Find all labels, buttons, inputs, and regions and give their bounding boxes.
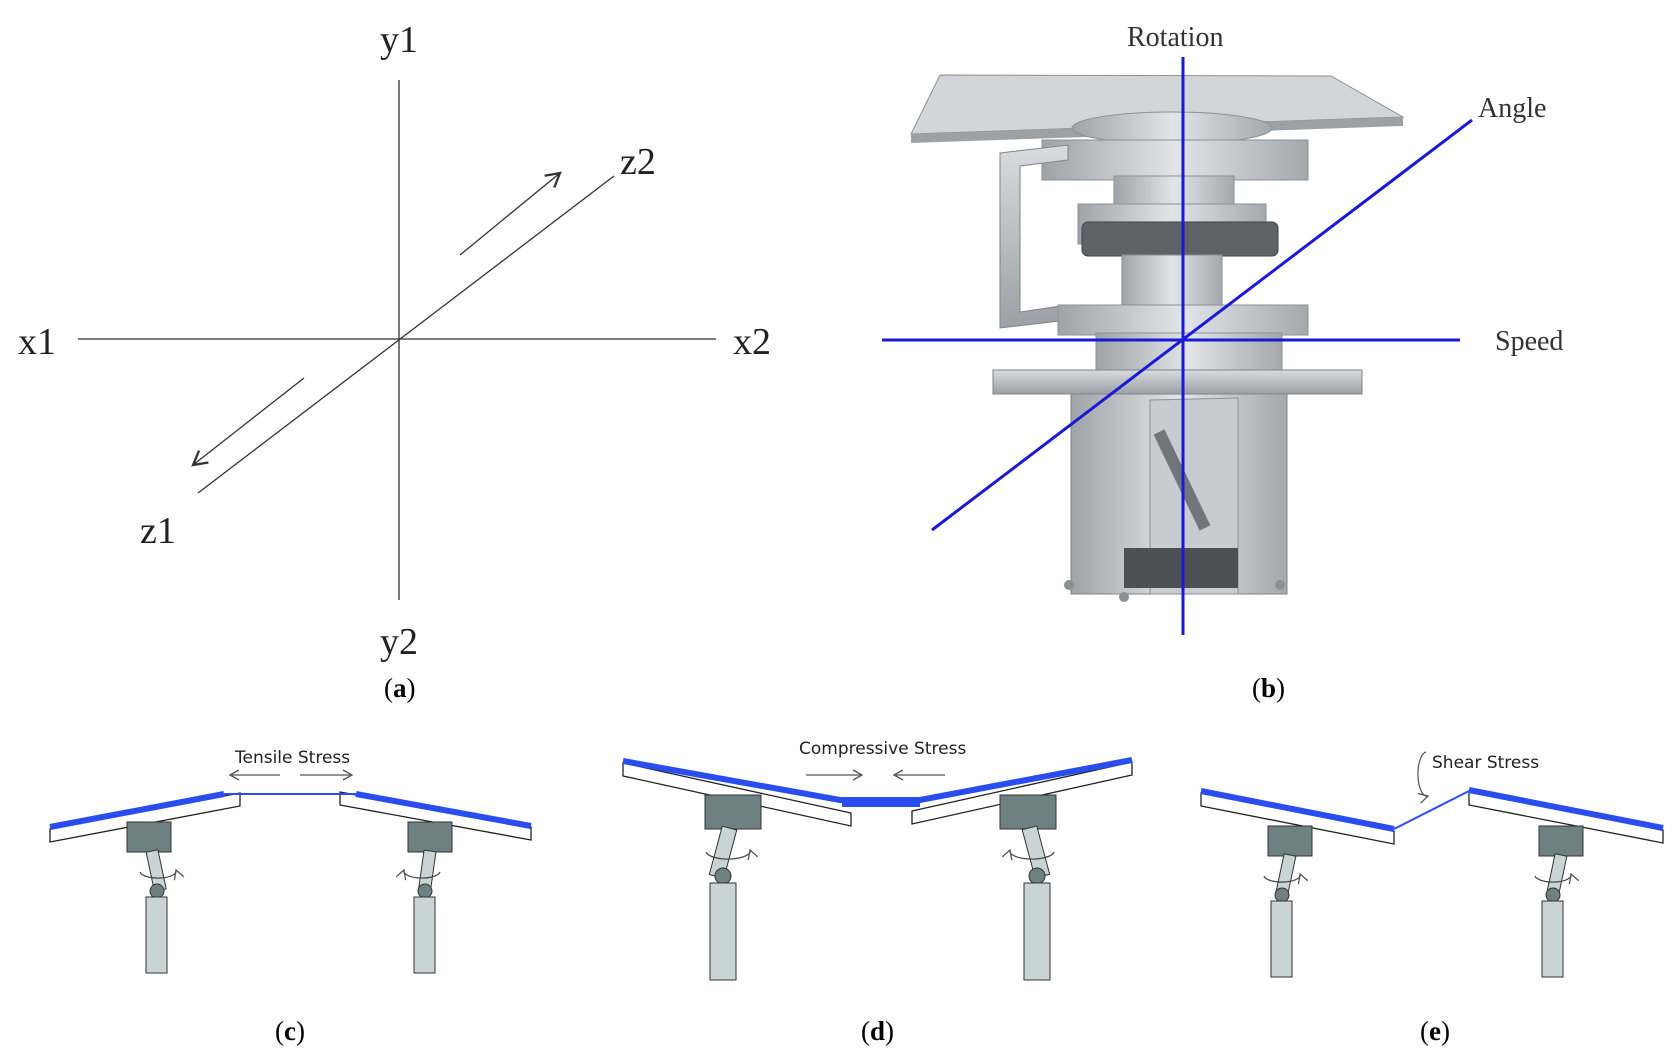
housing-slot bbox=[1124, 548, 1238, 588]
left-rotate-arrow bbox=[139, 868, 185, 881]
left-rotate-arrow bbox=[705, 848, 759, 861]
bolt bbox=[1119, 592, 1129, 602]
right-motor bbox=[407, 821, 453, 853]
left-joint bbox=[1274, 887, 1290, 903]
caption-b-letter: b bbox=[1261, 673, 1276, 703]
lower-column bbox=[1121, 254, 1223, 310]
label-angle: Angle bbox=[1478, 93, 1546, 124]
label-rotation: Rotation bbox=[1127, 22, 1223, 53]
right-blue-layer bbox=[355, 791, 532, 829]
label-shear-stress: Shear Stress bbox=[1432, 753, 1539, 773]
left-motor bbox=[126, 821, 172, 853]
bolt bbox=[1275, 580, 1285, 590]
panel-a: y1 y2 x1 x2 z2 z1 (a) bbox=[18, 19, 771, 703]
right-column bbox=[1023, 882, 1051, 981]
caption-c: (c) bbox=[275, 1016, 305, 1046]
right-column bbox=[413, 896, 436, 974]
right-blue-layer bbox=[1468, 787, 1664, 831]
panel-e: Shear Stress (e) bbox=[1200, 751, 1664, 1046]
bolt bbox=[1064, 580, 1074, 590]
caption-d-letter: d bbox=[870, 1016, 885, 1046]
left-blue-layer bbox=[49, 791, 225, 830]
left-joint bbox=[149, 883, 165, 899]
label-z2: z2 bbox=[620, 141, 656, 183]
right-rotate-arrow bbox=[1534, 872, 1580, 885]
right-rotate-arrow bbox=[395, 868, 441, 881]
right-joint bbox=[417, 883, 433, 899]
z2-arrow bbox=[459, 171, 562, 256]
caption-e: (e) bbox=[1420, 1016, 1450, 1046]
label-tensile-stress: Tensile Stress bbox=[234, 748, 350, 768]
caption-b: (b) bbox=[1252, 673, 1285, 703]
label-x1: x1 bbox=[18, 321, 56, 363]
left-column bbox=[1270, 900, 1293, 978]
caption-c-letter: c bbox=[284, 1016, 296, 1046]
label-x2: x2 bbox=[733, 321, 771, 363]
z-axis bbox=[197, 175, 615, 494]
caption-e-letter: e bbox=[1429, 1016, 1441, 1046]
caption-a-letter: a bbox=[393, 673, 407, 703]
right-joint bbox=[1545, 887, 1561, 903]
left-motor bbox=[1267, 825, 1313, 857]
label-z1: z1 bbox=[140, 510, 176, 552]
panel-b: Rotation Angle Speed (b) bbox=[882, 22, 1563, 703]
caption-a: (a) bbox=[384, 673, 416, 703]
left-column bbox=[145, 896, 168, 974]
shear-rotate-arrow bbox=[1417, 751, 1430, 804]
panel-d: Compressive Stress (d) bbox=[622, 739, 1133, 1046]
label-y2: y2 bbox=[380, 621, 418, 663]
left-blue-layer bbox=[1200, 788, 1395, 832]
label-compressive-stress: Compressive Stress bbox=[799, 739, 966, 759]
shear-film bbox=[1393, 790, 1470, 830]
right-rotate-arrow bbox=[1001, 848, 1055, 861]
left-motor bbox=[704, 794, 762, 830]
upper-disk bbox=[1071, 111, 1273, 145]
label-speed: Speed bbox=[1495, 326, 1563, 357]
upper-block bbox=[1041, 139, 1309, 181]
left-rotate-arrow bbox=[1263, 872, 1309, 885]
right-motor bbox=[1538, 825, 1584, 857]
right-motor bbox=[999, 794, 1057, 830]
label-y1: y1 bbox=[380, 19, 418, 61]
base-plate bbox=[992, 369, 1363, 395]
z1-arrow bbox=[191, 377, 305, 467]
bearing-ring bbox=[1081, 221, 1279, 257]
left-joint bbox=[714, 867, 732, 885]
right-joint bbox=[1028, 867, 1046, 885]
right-panel-sheet bbox=[911, 761, 1133, 825]
panel-c: Tensile Stress (c) bbox=[49, 748, 532, 1046]
right-column bbox=[1541, 900, 1564, 978]
caption-d: (d) bbox=[861, 1016, 894, 1046]
side-bracket bbox=[999, 144, 1069, 329]
angle-axis bbox=[931, 118, 1473, 532]
mid-column bbox=[1113, 175, 1235, 207]
left-column bbox=[709, 882, 737, 981]
